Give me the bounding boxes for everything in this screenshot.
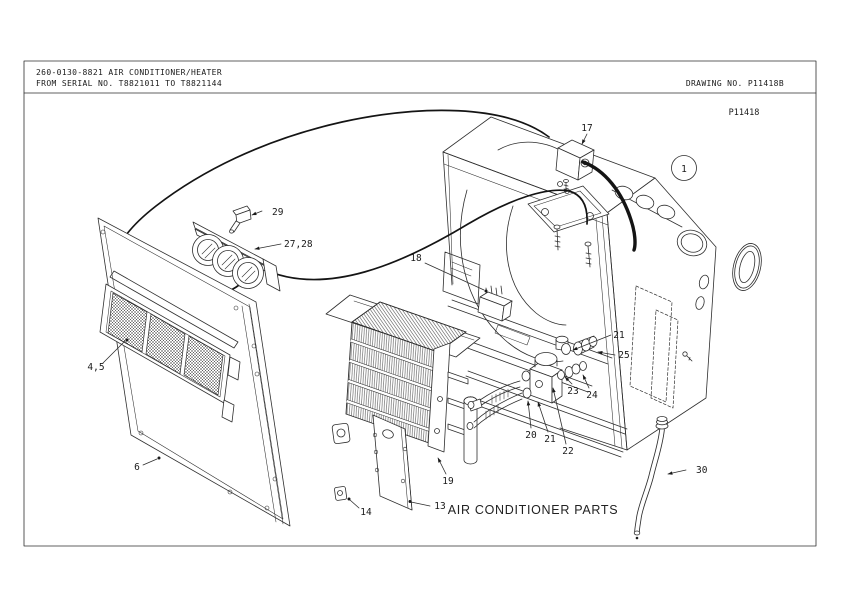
sheet-marker-circle [671,155,697,181]
part-label-23: 23 [567,386,578,397]
header-part-number: 260-0130-8821 AIR CONDITIONER/HEATER [36,68,222,77]
part-label-22: 22 [562,446,573,457]
part-label-29: 29 [272,207,284,218]
capillary-cable [581,160,637,252]
part-label-14: 14 [360,507,372,518]
sheet-marker: 1 [671,155,697,181]
toggle-switch-29 [229,205,252,234]
compressor-mount-plate [527,181,610,268]
valve-block-22 [529,352,563,404]
header-drawing-no: DRAWING NO. P11418B [686,79,784,88]
part-label-24: 24 [586,390,598,401]
o-ring-23 [557,370,565,380]
filter-pane-1 [107,292,148,353]
o-ring-20 [522,387,532,399]
header-serial-range: FROM SERIAL NO. T8821011 TO T8821144 [36,79,222,88]
drain-tube-30 [633,416,669,540]
part-label-17: 17 [581,123,592,134]
sheet-marker-number: 1 [681,164,687,175]
title-block: 260-0130-8821 AIR CONDITIONER/HEATER FRO… [23,60,817,547]
mount-bolt-2 [584,241,592,268]
louver-vent-27-28 [192,221,281,292]
part-label-25: 25 [618,350,629,361]
louver-3 [232,257,264,289]
grommet-14-upper [331,422,351,445]
o-ring-21 [521,370,531,382]
filter-pane-2 [145,313,186,375]
part-label-27-28: 27,28 [284,239,313,250]
fitting-24 [564,361,587,378]
main-housing [442,116,717,458]
drawing-border [23,60,817,547]
part-label-4-5: 4,5 [87,362,104,373]
part-label-30: 30 [696,465,708,476]
grille-filter-4-5 [99,270,241,423]
duct-port [676,229,708,257]
hidden-access-panel [629,285,673,403]
evaporator-core [325,294,481,465]
o-ring-21-upper [561,343,571,355]
part-label-13: 13 [434,501,445,512]
mount-bolt [553,224,561,251]
bracket-13 [372,414,413,511]
callouts: 17 29 27,28 18 21 25 23 24 20 21 22 19 1… [87,123,707,518]
hidden-access-panel-2 [650,309,679,409]
part-label-20: 20 [525,430,537,441]
part-label-6: 6 [134,462,140,473]
filter-pane-3 [183,335,224,396]
diagram-caption: AIR CONDITIONER PARTS [448,503,619,517]
heater-tube [463,396,478,465]
part-label-19: 19 [442,476,454,487]
core-mount-plate [427,342,451,453]
oval-gasket [732,243,762,291]
part-label-21-upper: 21 [613,330,625,341]
drawing-code: P11418 [729,108,760,118]
part-label-21-lower: 21 [544,434,556,445]
harness-cable-tail [260,189,588,281]
grommet-14-lower [334,486,348,501]
expansion-valve-assembly [521,335,598,404]
refrigerant-pipes [466,380,523,430]
fitting-25 [573,335,598,356]
part-label-18: 18 [410,253,422,264]
panel-screw [682,351,693,362]
